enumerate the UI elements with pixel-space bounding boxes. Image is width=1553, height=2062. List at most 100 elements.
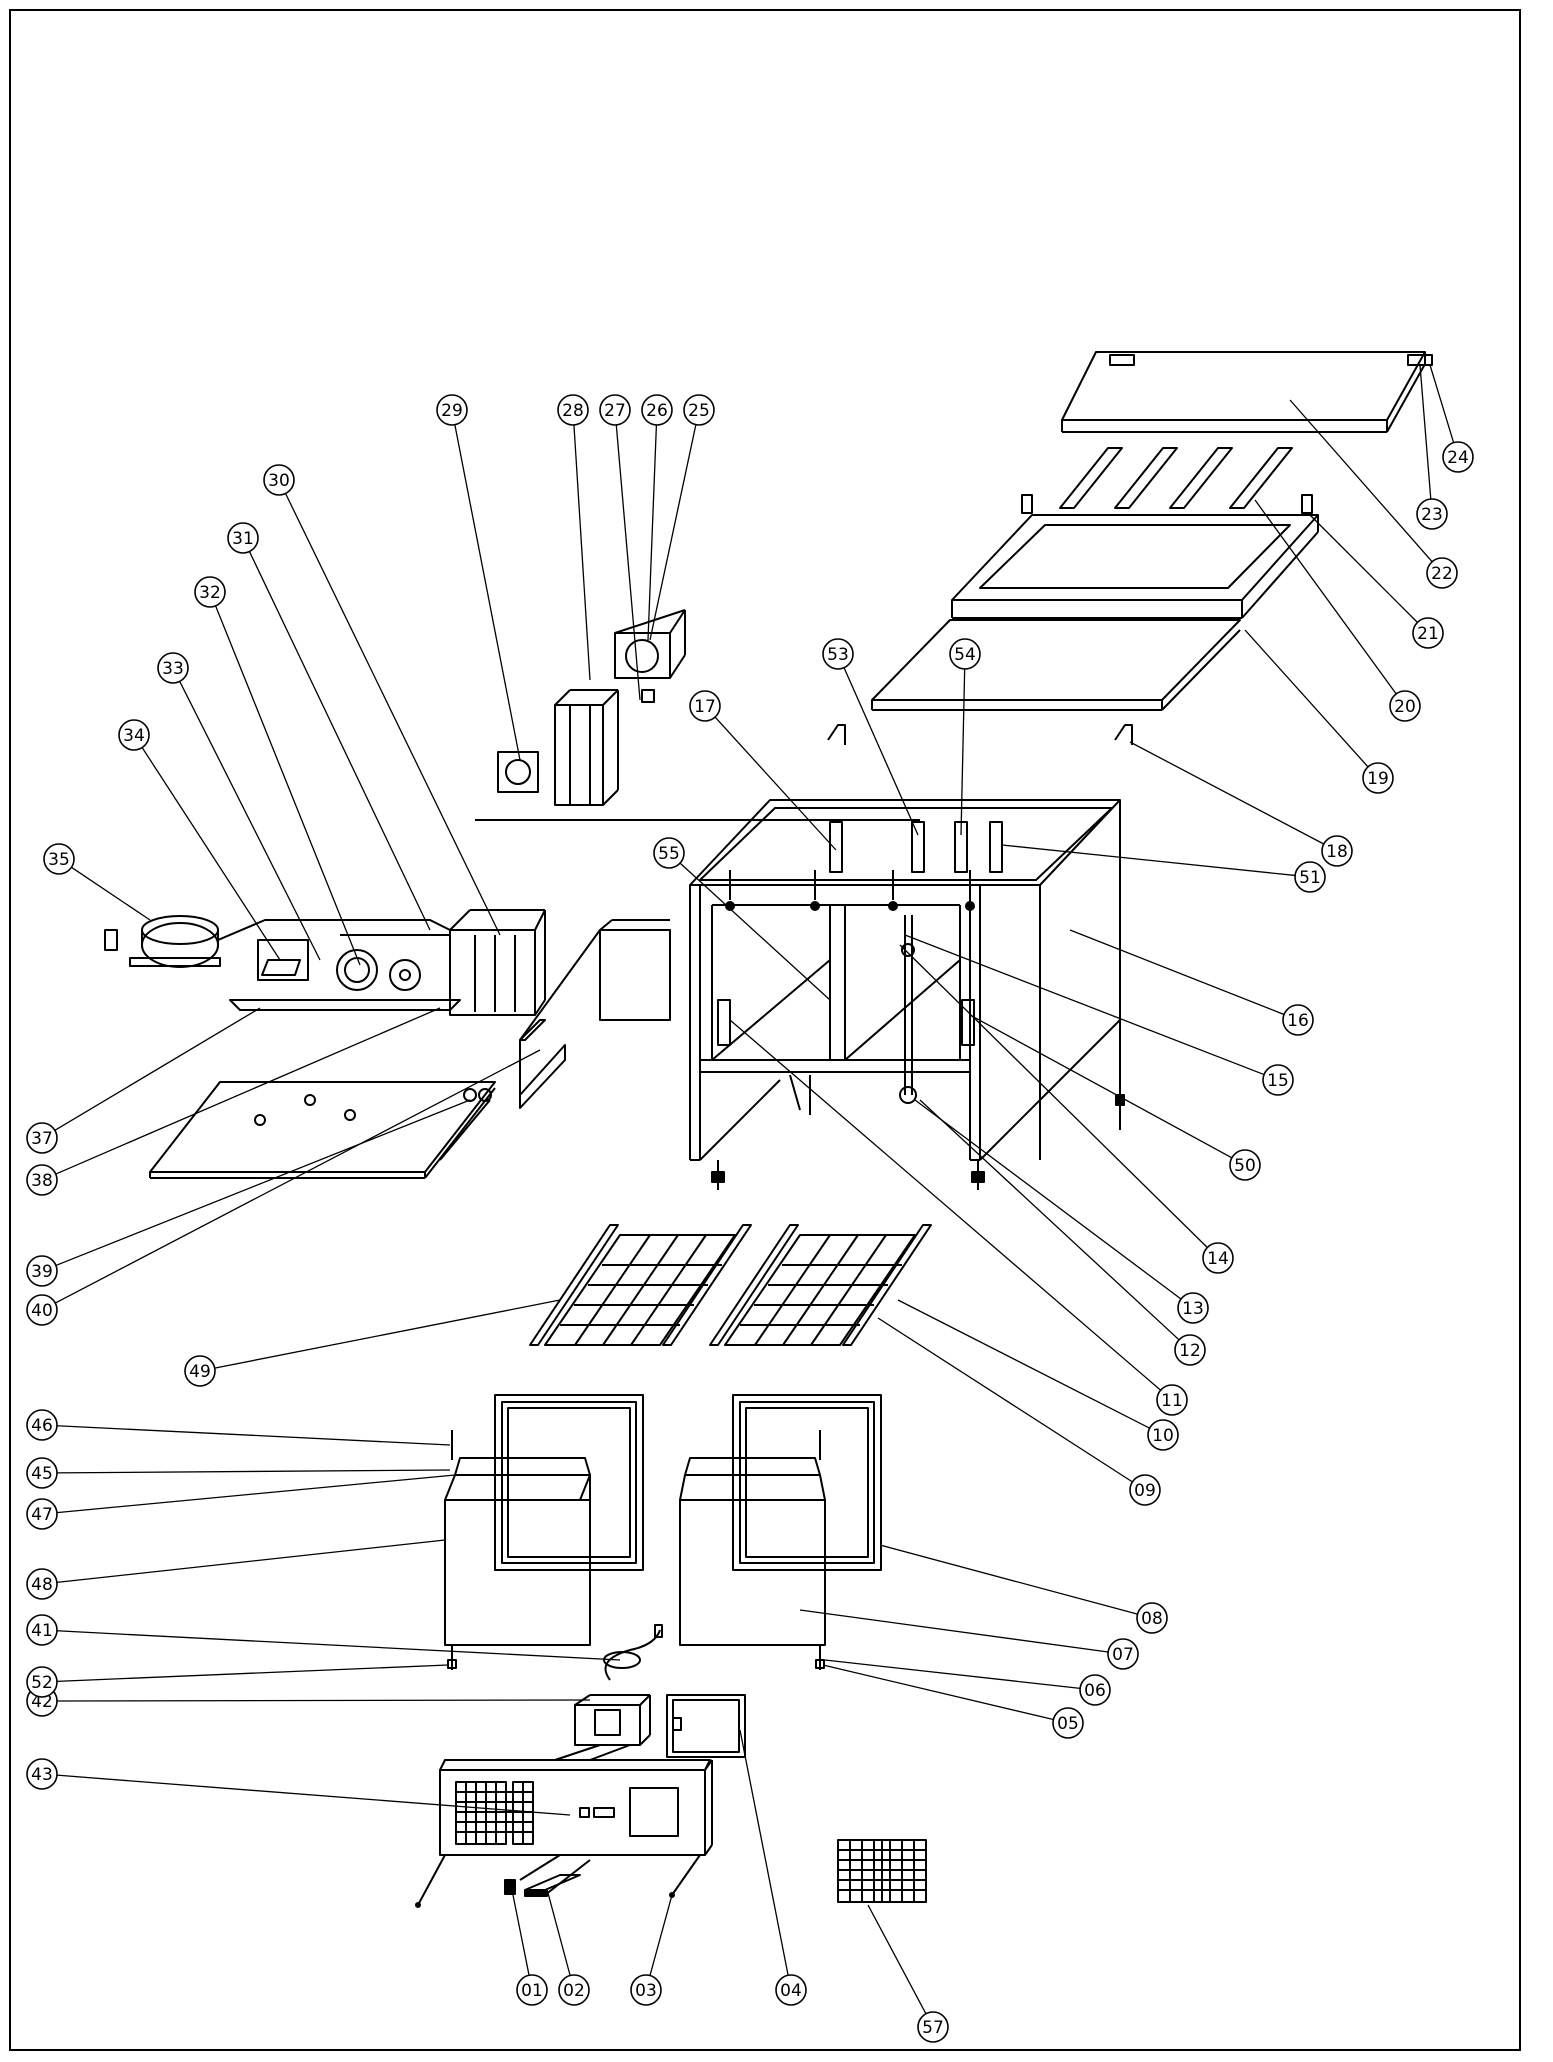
callout-05: 05 xyxy=(1052,1707,1084,1739)
callout-circle xyxy=(184,1355,216,1387)
callout-number: 45 xyxy=(31,1464,53,1484)
callout-circle xyxy=(118,719,150,751)
callout-number: 40 xyxy=(31,1301,53,1321)
callout-number: 50 xyxy=(1234,1156,1256,1176)
callout-circle xyxy=(26,1666,58,1698)
callout-number: 06 xyxy=(1084,1681,1106,1701)
leader-line-25 xyxy=(649,424,697,641)
callout-number: 22 xyxy=(1431,564,1453,584)
callout-17: 17 xyxy=(689,690,721,722)
callout-number: 53 xyxy=(827,645,849,665)
leader-line-41 xyxy=(56,1630,621,1661)
leader-line-48 xyxy=(56,1539,446,1584)
callout-10: 10 xyxy=(1147,1419,1179,1451)
callout-circle xyxy=(1079,1674,1111,1706)
callout-24: 24 xyxy=(1442,441,1474,473)
callout-26: 26 xyxy=(641,394,673,426)
leader-line-34 xyxy=(141,747,281,961)
callout-number: 02 xyxy=(563,1981,585,2001)
callout-07: 07 xyxy=(1107,1638,1139,1670)
callout-number: 28 xyxy=(562,401,584,421)
callout-27: 27 xyxy=(599,394,631,426)
callout-circle xyxy=(1229,1149,1261,1181)
cabinet-body xyxy=(689,799,1125,1190)
callout-circle xyxy=(1177,1292,1209,1324)
callout-number: 10 xyxy=(1152,1426,1174,1446)
leader-line-39 xyxy=(55,1099,471,1267)
callout-number: 27 xyxy=(604,401,626,421)
leader-line-18 xyxy=(1129,741,1325,845)
leader-line-50 xyxy=(969,1014,1233,1159)
callout-number: 08 xyxy=(1141,1609,1163,1629)
condensing-unit xyxy=(104,909,546,1016)
callout-02: 02 xyxy=(558,1974,590,2006)
callout-circle xyxy=(1174,1334,1206,1366)
lid xyxy=(1061,351,1433,433)
callout-circle xyxy=(26,1568,58,1600)
leader-line-04 xyxy=(739,1729,789,1976)
callout-circle xyxy=(26,1758,58,1790)
callout-number: 24 xyxy=(1447,448,1469,468)
callout-circle xyxy=(1136,1602,1168,1634)
callout-circle xyxy=(630,1974,662,2006)
callout-circle xyxy=(1294,861,1326,893)
callout-number: 31 xyxy=(232,529,254,549)
callout-38: 38 xyxy=(26,1164,58,1196)
leader-line-22 xyxy=(1289,399,1433,563)
callout-number: 20 xyxy=(1394,697,1416,717)
leader-line-17 xyxy=(714,716,837,851)
callout-circle xyxy=(1321,835,1353,867)
callout-34: 34 xyxy=(118,719,150,751)
callout-circle xyxy=(194,576,226,608)
callout-21: 21 xyxy=(1412,617,1444,649)
leader-line-46 xyxy=(56,1425,451,1446)
callout-43: 43 xyxy=(26,1758,58,1790)
callout-circle xyxy=(1262,1064,1294,1096)
leader-line-11 xyxy=(729,1019,1162,1391)
leader-line-49 xyxy=(214,1299,561,1369)
callout-18: 18 xyxy=(1321,835,1353,867)
callout-circle xyxy=(683,394,715,426)
leader-line-27 xyxy=(615,424,641,701)
leader-line-01 xyxy=(511,1889,530,1976)
callout-41: 41 xyxy=(26,1614,58,1646)
door-right xyxy=(679,1430,826,1670)
callout-circle xyxy=(557,394,589,426)
callout-46: 46 xyxy=(26,1409,58,1441)
leader-line-53 xyxy=(843,667,919,836)
callout-circle xyxy=(1147,1419,1179,1451)
callout-25: 25 xyxy=(683,394,715,426)
callout-47: 47 xyxy=(26,1498,58,1530)
callout-circle xyxy=(775,1974,807,2006)
callout-55: 55 xyxy=(653,837,685,869)
callout-51: 51 xyxy=(1294,861,1326,893)
callout-circle xyxy=(1412,617,1444,649)
callout-circle xyxy=(1052,1707,1084,1739)
leader-line-40 xyxy=(54,1049,541,1304)
callout-48: 48 xyxy=(26,1568,58,1600)
leader-line-09 xyxy=(877,1317,1133,1483)
front-grille-panel xyxy=(439,1744,713,1856)
callout-circle xyxy=(26,1164,58,1196)
leader-line-05 xyxy=(822,1664,1054,1721)
callout-number: 37 xyxy=(31,1129,53,1149)
drawing-border xyxy=(9,9,1521,2051)
callout-49: 49 xyxy=(184,1355,216,1387)
leader-line-12 xyxy=(919,1099,1180,1341)
worktop xyxy=(871,619,1241,711)
callout-number: 34 xyxy=(123,726,145,746)
leader-line-23 xyxy=(1419,364,1432,500)
callout-circle xyxy=(917,2011,949,2043)
door-gasket-right xyxy=(732,1394,882,1571)
callout-number: 13 xyxy=(1182,1299,1204,1319)
callout-circle xyxy=(263,464,295,496)
callout-13: 13 xyxy=(1177,1292,1209,1324)
callout-circle xyxy=(26,1457,58,1489)
callout-number: 01 xyxy=(521,1981,543,2001)
switch-and-controller xyxy=(504,1854,591,1897)
side-panel xyxy=(519,919,671,1109)
callout-52: 52 xyxy=(26,1666,58,1698)
callout-number: 05 xyxy=(1057,1714,1079,1734)
